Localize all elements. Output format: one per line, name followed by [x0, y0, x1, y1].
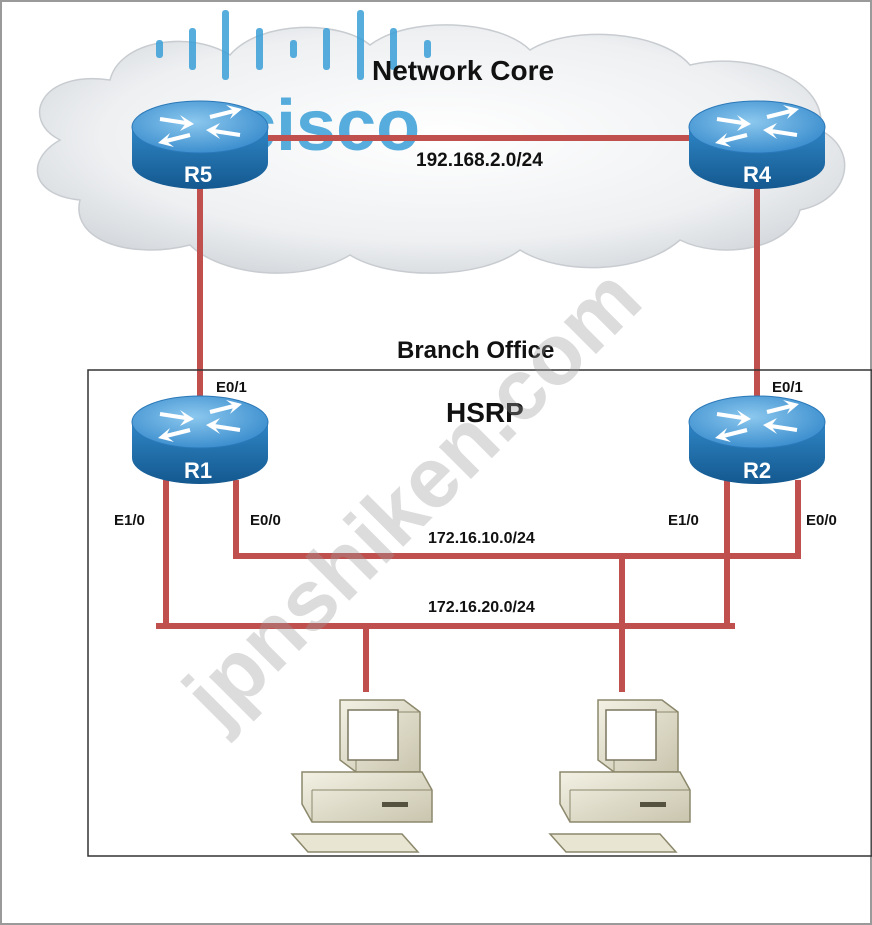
router-label-r5: R5 [184, 162, 212, 187]
network-label-core: 192.168.2.0/24 [416, 150, 543, 171]
network-core-cloud [36, 24, 846, 274]
links [156, 135, 801, 692]
title-network-core: Network Core [372, 55, 554, 86]
iface-r1-e01: E0/1 [216, 379, 247, 396]
iface-r2-e10: E1/0 [668, 512, 699, 529]
iface-r2-e00: E0/0 [806, 512, 837, 529]
router-label-r4: R4 [743, 162, 772, 187]
network-label-lan20: 172.16.20.0/24 [428, 599, 535, 616]
router-label-r1: R1 [184, 458, 212, 483]
router-label-r2: R2 [743, 458, 771, 483]
branch-office-box [87, 369, 872, 857]
iface-r1-e00: E0/0 [250, 512, 281, 529]
network-label-lan10: 172.16.10.0/24 [428, 530, 535, 547]
iface-r1-e10: E1/0 [114, 512, 145, 529]
iface-r2-e01: E0/1 [772, 379, 803, 396]
title-branch-office: Branch Office [397, 337, 554, 364]
title-hsrp: HSRP [446, 397, 524, 428]
